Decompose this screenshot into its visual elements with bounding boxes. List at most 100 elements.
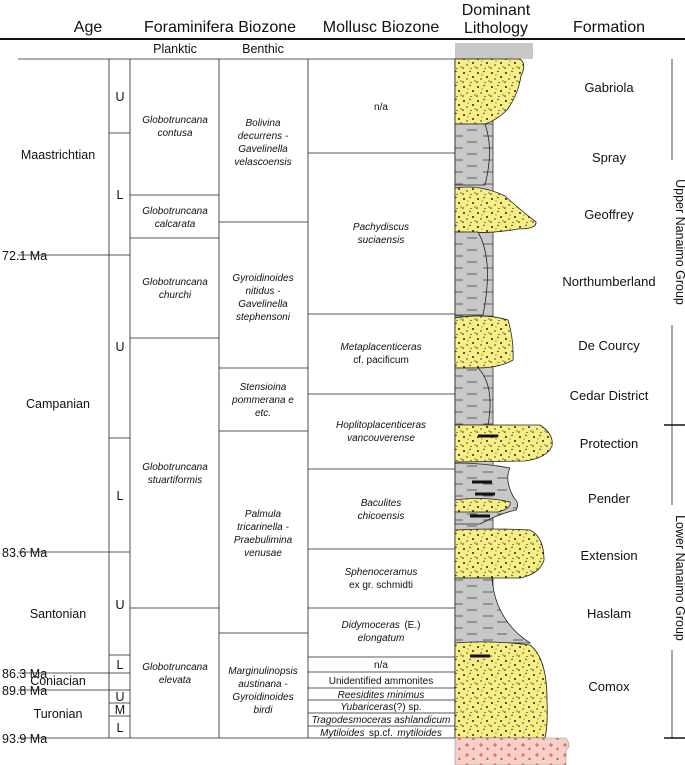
benthic-bolivina-3: Gavelinella [238,144,288,155]
mollusc-tragodesmoceras: Tragodesmoceras ashlandicum [312,715,451,726]
benthic-gyroidinoides-nitidus-3: Gavelinella [238,299,288,310]
mollusc-hoplitoplacenticeras-1: Hoplitoplacenticeras [336,420,426,431]
mollusc-na-upper: n/a [374,102,388,113]
lithology-column [454,43,570,765]
lithology-comox-sandstone [454,641,548,739]
planktic-churchi-1: Globotruncana [142,277,208,288]
mollusc-reesidites: Reesidites minimus [338,690,425,701]
benthic-stensioina-2: pommerana e [231,395,294,406]
lithology-spray-shale [454,123,490,186]
stage-coniacian: Coniacian [30,674,86,688]
benthic-marginulinopsis-2: austinana - [238,679,288,690]
benthic-bolivina-1: Bolivina [245,118,280,129]
mollusc-sphenoceramus-2: ex gr. schmidti [349,580,413,591]
planktic-stuartiformis-2: stuartiformis [148,475,202,486]
header-formation: Formation [573,19,645,36]
formation-comox: Comox [588,679,630,694]
mollusc-didymoceras-2: elongatum [358,633,405,644]
formation-gabriola: Gabriola [584,80,634,95]
benthic-palmula-2: tricarinella - [237,522,289,533]
formation-haslam: Haslam [587,606,631,621]
lithology-extension-sandstone [454,528,545,579]
header-lithology-line2: Lithology [464,20,528,37]
mollusc-pachydiscus-1: Pachydiscus [353,222,409,233]
formation-pender: Pender [588,491,631,506]
substage-santonian-upper: U [115,598,124,612]
group-brackets [664,59,685,739]
stage-maastrichtian: Maastrichtian [21,148,95,162]
substage-turonian-middle: M [115,703,125,717]
substage-santonian-lower: L [117,658,124,672]
mollusc-baculites-1: Baculites [361,498,402,509]
header-foraminifera-biozone: Foraminifera Biozone [144,19,296,36]
benthic-marginulinopsis-4: birdi [254,705,274,716]
mollusc-yubariceras: Yubariceras(?) sp. [340,702,421,713]
substage-turonian-upper: U [115,690,124,704]
benthic-gyroidinoides-nitidus-1: Gyroidinoides [232,273,293,284]
formation-extension: Extension [580,548,637,563]
benthic-palmula-3: Praebulimina [234,535,293,546]
age-72-1: 72.1 Ma [2,249,47,263]
age-89-8: 89.8 Ma [2,684,47,698]
mollusc-pachydiscus-2: suciaensis [358,235,405,246]
benthic-gyroidinoides-nitidus-4: stephensoni [236,312,291,323]
stage-turonian: Turonian [34,707,83,721]
planktic-contusa-1: Globotruncana [142,115,208,126]
planktic-calcarata-1: Globotruncana [142,206,208,217]
planktic-contusa-2: contusa [157,128,192,139]
lithology-pender-sandstone [454,498,511,513]
mollusc-mytiloides: Mytiloides sp.cf. mytiloides [320,723,442,740]
lithology-protection-sandstone [454,424,553,463]
formation-spray: Spray [592,150,626,165]
planktic-stuartiformis-1: Globotruncana [142,462,208,473]
formation-northumberland: Northumberland [562,274,655,289]
stage-santonian: Santonian [30,607,86,621]
mollusc-hoplitoplacenticeras-2: vancouverense [347,433,415,444]
substage-maastrichtian-upper: U [115,90,124,104]
planktic-calcarata-2: calcarata [155,219,196,230]
formation-de-courcy: De Courcy [578,338,640,353]
substage-campanian-lower: L [117,489,124,503]
header-age: Age [74,19,103,36]
lithology-gabriola-sandstone [454,58,525,125]
benthic-bolivina-2: decurrens - [238,131,289,142]
lithology-basement [454,737,570,765]
substage-campanian-upper: U [115,340,124,354]
formation-geoffrey: Geoffrey [584,207,634,222]
header-benthic: Benthic [242,42,284,56]
planktic-elevata-2: elevata [159,675,192,686]
lithology-northumberland-shale [454,231,488,316]
benthic-marginulinopsis-3: Gyroidinoides [232,692,293,703]
header-planktic: Planktic [153,42,197,56]
mollusc-baculites-2: chicoensis [358,511,405,522]
formation-protection: Protection [580,436,639,451]
group-lower-nanaimo: Lower Nanaimo Group [673,515,685,641]
mollusc-unidentified-ammonites: Unidentified ammonites [329,676,434,687]
mollusc-metaplacenticeras-1: Metaplacenticeras [340,342,421,353]
group-upper-nanaimo: Upper Nanaimo Group [673,179,685,305]
table-grid [18,58,462,739]
header-lithology-line1: Dominant [462,2,531,19]
benthic-marginulinopsis-1: Marginulinopsis [228,666,297,677]
substage-turonian-lower: L [117,721,124,735]
benthic-stensioina-1: Stensioina [240,382,287,393]
age-86-3: 86.3 Ma [2,667,47,681]
substage-maastrichtian-lower: L [117,188,124,202]
stage-campanian: Campanian [26,397,90,411]
lithology-de-courcy-sandstone [454,315,514,369]
age-83-6: 83.6 Ma [2,546,47,560]
benthic-stensioina-3: etc. [255,408,271,419]
header-mollusc-biozone: Mollusc Biozone [323,19,440,36]
planktic-churchi-2: churchi [159,290,192,301]
mollusc-didymoceras-1: Didymoceras (E.) [342,615,421,632]
planktic-elevata-1: Globotruncana [142,662,208,673]
mollusc-na-lower: n/a [374,660,388,671]
benthic-palmula-4: venusae [244,548,282,559]
age-93-9: 93.9 Ma [2,732,47,746]
lithology-haslam-shale [454,577,532,644]
lithology-top-cover [455,43,533,59]
benthic-bolivina-4: velascoensis [234,157,291,168]
formation-cedar-district: Cedar District [570,388,649,403]
